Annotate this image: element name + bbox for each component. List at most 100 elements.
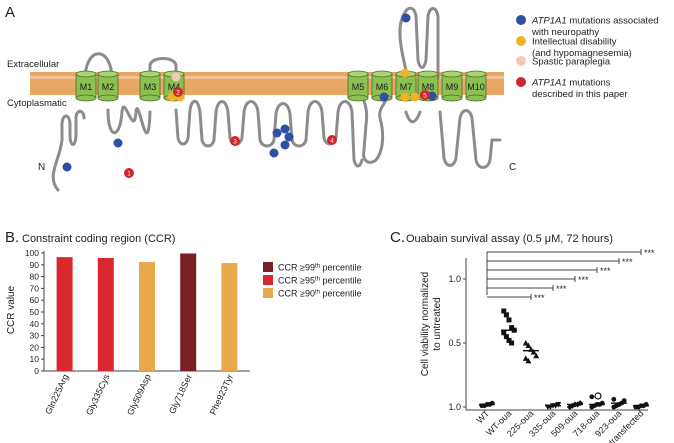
ccr-x-tick-label: Gln225Arg [43, 373, 70, 416]
topology-loops [51, 6, 502, 192]
svg-text:2: 2 [176, 90, 180, 97]
segment-label: M3 [144, 82, 157, 92]
ccr-legend-text: CCR ≥90th percentile [278, 289, 362, 299]
survival-group-wt-oua: WT-oua [484, 308, 517, 438]
panel-c-label: C. [390, 229, 405, 246]
neuropathy-mutation-dot [272, 128, 282, 138]
survival-point [509, 340, 515, 346]
paper-mutation-4: 4 [327, 135, 337, 145]
segment-label: M8 [422, 82, 435, 92]
legend-item: Spastic paraplegia [516, 56, 611, 68]
svg-text:1: 1 [127, 171, 131, 178]
ccr-y-tick-label: 90 [30, 260, 40, 270]
panel-b-title: Constraint coding region (CCR) [22, 233, 175, 245]
survival-point [525, 342, 532, 349]
segment-m10: M10 [465, 70, 487, 102]
legend-item: Intellectual disability(and hypomagnesem… [516, 36, 632, 59]
legend-text: Intellectual disability [532, 37, 617, 48]
legend-swatch [516, 77, 526, 87]
neuropathy-mutation-dot [280, 140, 290, 150]
legend-swatch [516, 56, 526, 66]
ccr-legend-text: CCR ≥95th percentile [278, 276, 362, 286]
segment-m9: M9 [441, 70, 463, 102]
survival-ylabel-line1: Cell viability normalized [420, 272, 431, 376]
panel-b-label: B. [5, 229, 19, 246]
ccr-y-tick-label: 20 [30, 342, 40, 352]
ccr-y-tick-label: 0 [34, 366, 39, 376]
survival-point [509, 325, 515, 331]
panel-a-label: A [5, 4, 15, 21]
paper-mutation-2: 2 [173, 87, 183, 97]
spastic-paraplegia-dot [171, 72, 181, 82]
significance-label: *** [644, 248, 655, 258]
survival-ylabel-line2: to untreated [432, 297, 443, 350]
ccr-y-tick-label: 50 [30, 307, 40, 317]
ccr-bar [97, 257, 114, 371]
significance-label: *** [578, 275, 589, 285]
intellectual-disability-dot [400, 68, 410, 78]
survival-point [621, 398, 627, 403]
segment-label: M5 [352, 82, 365, 92]
segment-label: M6 [376, 82, 389, 92]
segment-label: M2 [102, 82, 115, 92]
ccr-legend-item: CCR ≥90th percentile [263, 288, 362, 299]
c-terminus-label: C [509, 162, 516, 173]
significance-label: *** [622, 257, 633, 267]
panel-c: C. Ouabain survival assay (0.5 μM, 72 ho… [390, 229, 655, 443]
survival-point [522, 355, 529, 361]
paper-mutations: 1 2 3 4 5 [124, 87, 430, 178]
segment-label: M7 [400, 82, 413, 92]
neuropathy-mutation-dot [280, 124, 290, 134]
ccr-y-tick-label: 40 [30, 319, 40, 329]
segment-m1: M1 [75, 70, 97, 102]
intellectual-disability-dot [410, 92, 420, 102]
paper-mutation-3: 3 [230, 136, 240, 146]
ccr-legend-item: CCR ≥95th percentile [263, 275, 362, 286]
ccr-ylabel: CCR value [6, 285, 17, 334]
neuropathy-mutation-dot [401, 13, 411, 23]
cytoplasmatic-label: Cytoplasmatic [7, 98, 67, 109]
legend-text-line2: (and hypomagnesemia) [532, 48, 632, 59]
svg-text:4: 4 [330, 138, 334, 145]
legend-text: ATP1A1 mutations associated [531, 16, 659, 27]
survival-point [503, 312, 509, 318]
extracellular-label: Extracellular [7, 59, 59, 70]
significance-label: *** [556, 284, 567, 294]
survival-chart: 1.00.51.0******************WTWT-oua225-o… [448, 248, 655, 443]
survival-point [503, 334, 509, 340]
survival-y-tick-label: 1.0 [448, 402, 461, 412]
neuropathy-mutation-dot [379, 92, 389, 102]
ccr-y-tick-label: 10 [30, 354, 40, 364]
ccr-legend-item: CCR ≥99th percentile [263, 262, 362, 273]
survival-point [506, 337, 512, 343]
legend-swatch [516, 36, 526, 46]
survival-outlier [594, 392, 602, 400]
neuropathy-mutation-dot [62, 162, 72, 172]
ccr-bar [56, 257, 73, 371]
ccr-legend-swatch [263, 275, 273, 285]
segment-label: M9 [446, 82, 459, 92]
segment-m3: M3 [139, 70, 161, 102]
legend-text: ATP1A1 mutations [531, 78, 611, 89]
segment-label: M4 [168, 82, 181, 92]
survival-point [530, 348, 537, 355]
panel-b: B. Constraint coding region (CCR) CCR va… [5, 229, 362, 417]
segment-label: M1 [80, 82, 93, 92]
survival-point [555, 401, 562, 408]
ccr-x-tick-label: Gly509Asp [125, 373, 153, 417]
legend-text: Spastic paraplegia [532, 57, 611, 68]
panel-a: A Extracellular Cytoplasmatic M1 M2 M3 M4 M5… [5, 4, 659, 192]
intellectual-disability-dot [400, 92, 410, 102]
neuropathy-mutation-dot [284, 132, 294, 142]
ccr-legend-swatch [263, 262, 273, 272]
paper-mutation-5: 5 [420, 90, 430, 100]
svg-text:5: 5 [423, 93, 427, 100]
segment-label: M10 [467, 82, 485, 92]
survival-point [533, 352, 540, 359]
